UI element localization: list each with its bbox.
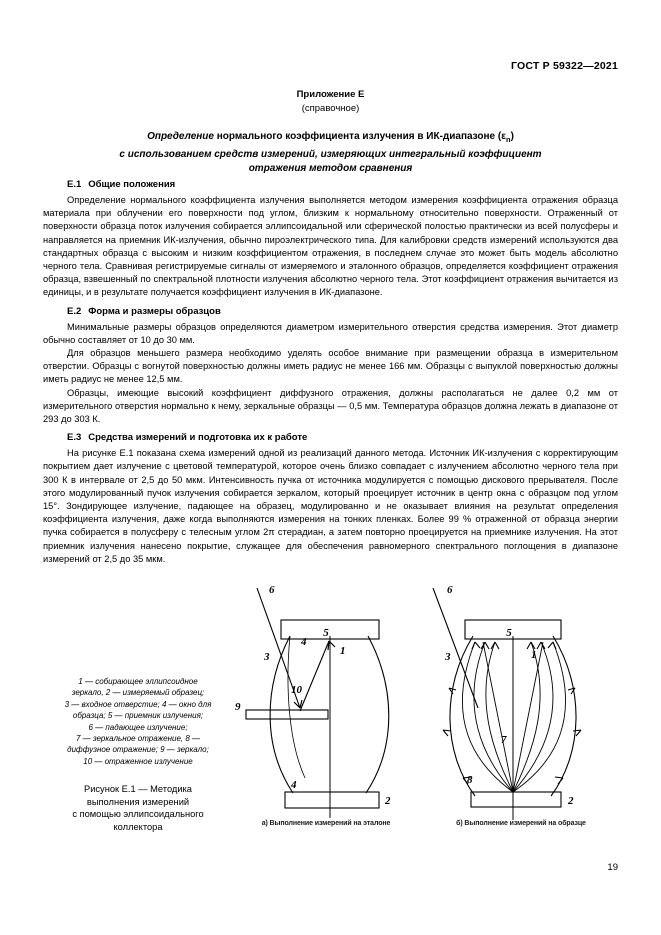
appendix-title-line-3: отражения методом сравнения <box>248 163 413 174</box>
ray-arrowheads-sides <box>442 687 582 785</box>
legend-line: 3 — входное отверстие; 4 — окно для <box>64 699 212 709</box>
paragraph-e2-3: Образцы, имеющие высокий коэффициент диф… <box>43 387 618 425</box>
section-heading-e1: Е.1 Общие положения <box>43 178 618 191</box>
section-number-e3: Е.3 <box>67 432 82 444</box>
legend-line: образца; 5 — приемник излучения; <box>72 711 204 721</box>
legend-line: диффузное отражение; 9 — зеркало; <box>67 745 209 755</box>
appendix-title-subscript: n <box>505 135 511 144</box>
label-4-a: 4 <box>300 636 307 648</box>
figure-caption-line: выполнения измерений <box>86 796 190 807</box>
label-10-a: 10 <box>291 684 303 696</box>
paragraph-e2-2: Для образцов меньшего размера необходимо… <box>43 348 618 385</box>
label-8-b: 8 <box>467 774 473 786</box>
figure-e1: 1 — собирающее эллипсоидное зеркало, 2 —… <box>43 578 618 868</box>
ellipsoid-left-arc <box>449 635 476 797</box>
appendix-title-line-2: с использованием средств измерений, изме… <box>119 148 542 160</box>
section-title-e3: Средства измерений и подготовка их к раб… <box>88 432 308 444</box>
figure-caption: Рисунок Е.1 — Методика выполнения измере… <box>43 783 233 833</box>
subcaption-a: а) Выполнение измерений на эталоне <box>261 820 391 827</box>
diagram-b-sample: 6 5 3 1 7 8 2 <box>432 584 582 820</box>
ray-arrowheads-top <box>471 641 557 650</box>
label-5-b: 5 <box>506 627 512 639</box>
label-2-b: 2 <box>567 795 574 807</box>
detector-box <box>464 619 562 640</box>
section-heading-e3: Е.3 Средства измерений и подготовка их к … <box>43 431 618 444</box>
document-standard-header: ГОСТ Р 59322—2021 <box>510 60 618 72</box>
ellipsoid-left-arc <box>269 635 294 794</box>
legend-line: 7 — зеркальное отражение, 8 — <box>75 734 201 744</box>
paragraph-e1-1: Определение нормального коэффициента изл… <box>43 195 618 298</box>
diagram-b-labels: 6 5 3 1 7 8 2 <box>444 584 574 807</box>
paragraph-e3-1: На рисунке Е.1 показана схема измерений … <box>43 448 618 564</box>
label-3-a: 3 <box>263 651 270 663</box>
label-5-a: 5 <box>323 627 329 639</box>
mirror-bar <box>245 709 329 720</box>
appendix-title: Определение нормального коэффициента изл… <box>43 130 618 177</box>
label-7-b: 7 <box>501 734 507 746</box>
subcaption-b: б) Выполнение измерений на образце <box>456 820 586 827</box>
ellipsoid-right-arc <box>550 635 577 797</box>
appendix-heading-block: Приложение Е (справочное) Определение но… <box>43 88 618 177</box>
appendix-title-line-1-rest: нормального коэффициента излучения в ИК-… <box>213 131 506 142</box>
section-heading-e2: Е.2 Форма и размеры образцов <box>43 305 618 318</box>
paragraph-e2-1: Минимальные размеры образцов определяютс… <box>43 321 618 345</box>
figure-diagrams: 6 5 3 1 4 10 9 2 4 <box>233 578 618 848</box>
section-title-e1: Общие положения <box>88 179 176 190</box>
incident-beam <box>256 587 301 709</box>
detector-box <box>280 619 380 640</box>
legend-line: 1 — собирающее эллипсоидное <box>78 677 198 686</box>
figure-legend: 1 — собирающее эллипсоидное зеркало, 2 —… <box>43 676 233 767</box>
label-2-a: 2 <box>384 795 391 807</box>
document-body: Е.1 Общие положения Определение нормально… <box>43 178 618 566</box>
label-6-a: 6 <box>269 584 275 596</box>
specular-ray-bundle <box>482 641 544 793</box>
appendix-number: Приложение Е <box>296 89 365 100</box>
section-number-e2: Е.2 <box>67 305 82 317</box>
figure-caption-line: Рисунок Е.1 — Методика <box>84 784 192 794</box>
appendix-title-line-1-end: ) <box>510 131 514 142</box>
diffuse-ray-bundle <box>461 641 566 793</box>
figure-caption-line: с помощью эллипсоидального <box>72 809 204 820</box>
label-4b-a: 4 <box>290 779 297 791</box>
section-number-e1: Е.1 <box>67 179 82 190</box>
label-1-a: 1 <box>340 645 346 657</box>
incident-beam <box>432 587 479 709</box>
appendix-title-word-italic: Определение <box>147 131 214 142</box>
section-title-e2: Форма и размеры образцов <box>88 305 221 317</box>
reflected-beam <box>299 640 330 712</box>
legend-line: зеркало, 2 — измеряемый образец; <box>71 688 205 698</box>
legend-line: 10 — отраженное излучение <box>83 756 193 766</box>
label-3-b: 3 <box>444 651 451 663</box>
sample-box <box>470 791 562 808</box>
sample-box <box>284 791 380 809</box>
label-1-b: 1 <box>531 649 537 661</box>
diagram-a-etalon: 6 5 3 1 4 10 9 2 4 <box>235 584 391 818</box>
appendix-title-line-1: Определение нормального коэффициента изл… <box>43 130 618 148</box>
figure-caption-line: коллектора <box>113 821 163 832</box>
diagram-a-labels: 6 5 3 1 4 10 9 2 4 <box>235 584 391 807</box>
page-number: 19 <box>607 862 618 873</box>
legend-line: 6 — падающее излучение; <box>88 722 188 732</box>
ellipsoid-right-arc <box>365 635 390 794</box>
appendix-kind: (справочное) <box>301 103 360 114</box>
label-9-a: 9 <box>235 701 241 713</box>
label-6-b: 6 <box>447 584 453 596</box>
